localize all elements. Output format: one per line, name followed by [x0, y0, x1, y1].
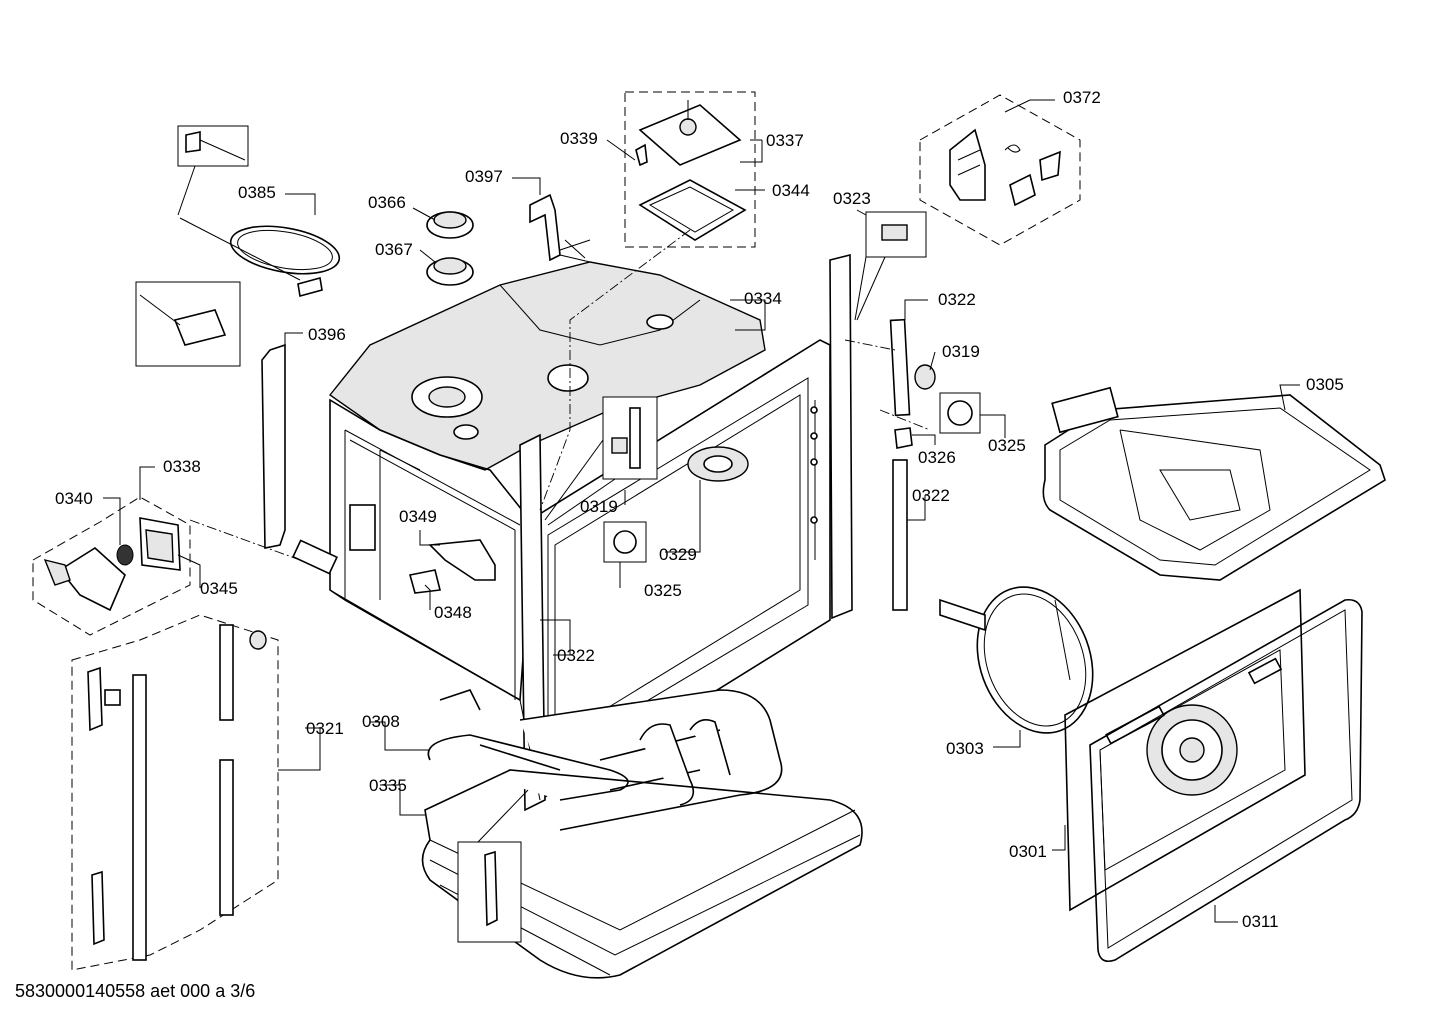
- part-labels: 0372 0339 0337 0344 0385 0397 0366 0367 …: [55, 88, 1344, 931]
- leader-lines: [103, 99, 1300, 923]
- label-0348: 0348: [434, 603, 472, 622]
- lamp-holder-0319-right: [914, 364, 936, 390]
- bracket-0348: [408, 569, 441, 594]
- label-0397: 0397: [465, 167, 503, 186]
- ring-heater-0303: [939, 586, 1094, 734]
- label-0345: 0345: [200, 579, 238, 598]
- label-0319-right: 0319: [942, 342, 980, 361]
- label-0372: 0372: [1063, 88, 1101, 107]
- oven-cavity-0334: [292, 239, 853, 812]
- seal-strip-0322-upper: [889, 318, 911, 417]
- group-box-0321: [71, 614, 279, 971]
- label-0339: 0339: [560, 129, 598, 148]
- door-gasket-0311: [1089, 598, 1363, 963]
- label-0329: 0329: [659, 545, 697, 564]
- side-strips-0321: [87, 624, 267, 961]
- label-0322-lower: 0322: [912, 486, 950, 505]
- door-lock-0372: [949, 128, 1061, 207]
- bracket-0397: [529, 193, 561, 262]
- label-0305: 0305: [1306, 375, 1344, 394]
- label-0308: 0308: [362, 712, 400, 731]
- switch-cover-0345: [139, 517, 181, 571]
- switch-0340: [43, 547, 126, 612]
- label-0301: 0301: [1009, 842, 1047, 861]
- label-0334: 0334: [744, 289, 782, 308]
- label-0319-mid: 0319: [580, 497, 618, 516]
- label-0367: 0367: [375, 240, 413, 259]
- label-0349: 0349: [399, 507, 437, 526]
- cap-0367: [426, 257, 474, 286]
- thermostat-bracket-0337: [638, 100, 742, 166]
- label-0311: 0311: [1242, 912, 1279, 931]
- label-0396: 0396: [308, 325, 346, 344]
- label-0385: 0385: [238, 183, 276, 202]
- label-0322-mid: 0322: [557, 646, 595, 665]
- clip-0339: [635, 143, 648, 167]
- seal-strip-0322-lower: [892, 459, 908, 611]
- label-0323: 0323: [833, 189, 871, 208]
- front-panel-0301: [1064, 588, 1306, 912]
- cap-0366: [426, 211, 474, 239]
- rail-0396: [261, 343, 286, 549]
- group-box-0337: [624, 91, 756, 248]
- label-0326: 0326: [918, 448, 956, 467]
- bottom-heater-0308: [427, 689, 783, 831]
- label-0366: 0366: [368, 193, 406, 212]
- bracket-0349: [428, 539, 496, 581]
- label-0303: 0303: [946, 739, 984, 758]
- label-0340: 0340: [55, 489, 93, 508]
- label-0335: 0335: [369, 776, 407, 795]
- label-0325-mid: 0325: [644, 581, 682, 600]
- label-0344: 0344: [772, 181, 810, 200]
- label-0321: 0321: [306, 719, 344, 738]
- clip-0326: [894, 427, 913, 449]
- cover-0344: [638, 179, 747, 241]
- group-box-0338: [32, 496, 191, 636]
- document-footer-id: 5830000140558 aet 000 a 3/6: [15, 981, 255, 1001]
- label-0337: 0337: [766, 131, 804, 150]
- lamp-0338: [116, 544, 134, 566]
- grill-element-0305: [1042, 386, 1386, 581]
- group-box-0372: [919, 94, 1081, 246]
- label-0325-right: 0325: [988, 436, 1026, 455]
- label-0322-upper: 0322: [938, 290, 976, 309]
- label-0338: 0338: [163, 457, 201, 476]
